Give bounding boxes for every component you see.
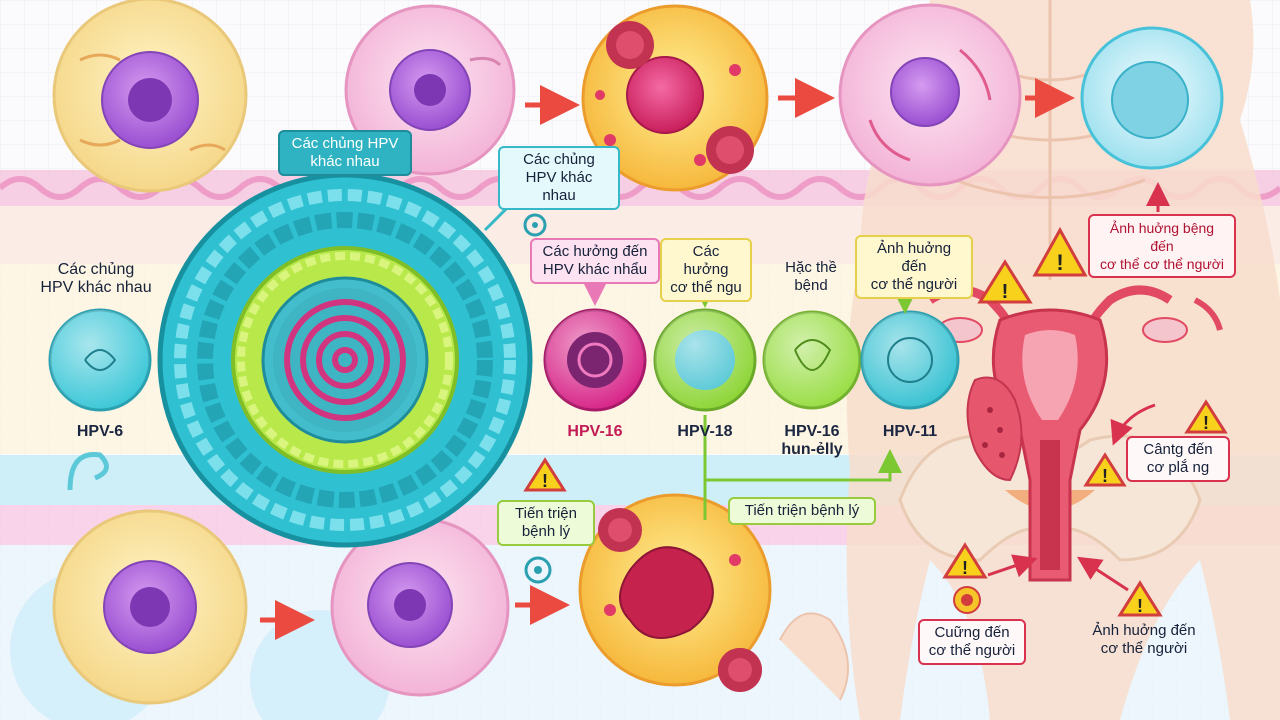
warning-icon-6: ! bbox=[942, 542, 988, 579]
transforming-cell-top bbox=[838, 3, 1022, 187]
decorative-swirl bbox=[67, 451, 109, 491]
svg-text:!: ! bbox=[1002, 281, 1009, 303]
label-effect-yellow: Các hưởng cơ thể ngu bbox=[660, 238, 752, 302]
hpv-type-label: HPV-18 bbox=[677, 423, 733, 440]
label-strains-top: Các chủng HPV khác nhau bbox=[498, 146, 620, 210]
hpv-type-ball-5 bbox=[860, 310, 960, 410]
svg-text:!: ! bbox=[962, 558, 968, 578]
free-virus-particle-2 bbox=[706, 126, 754, 174]
target-marker-top bbox=[523, 213, 547, 237]
hpv-type-ball-3 bbox=[653, 308, 757, 412]
label-affect-right: Cântg đến cơ plắ ng bbox=[1126, 436, 1230, 482]
svg-text:!: ! bbox=[1056, 250, 1063, 275]
warning-icon-5: ! bbox=[523, 457, 567, 492]
hpv-type-ball-2 bbox=[543, 308, 647, 412]
target-marker-bottom bbox=[524, 556, 552, 584]
free-virus-particle-1 bbox=[606, 21, 654, 69]
label-effect-pink: Các hưởng đến HPV khác nhẩu bbox=[530, 238, 660, 284]
arrow-to-cervix-left bbox=[987, 554, 1038, 578]
warning-icon-7: ! bbox=[1117, 580, 1163, 617]
label-effect-body-yellow: Ảnh huởng đến cơ thể người bbox=[855, 235, 973, 299]
svg-text:!: ! bbox=[1203, 413, 1209, 433]
hpv-type-label: HPV-11 bbox=[882, 423, 938, 440]
hpv-type-label: HPV-16 bbox=[567, 423, 623, 440]
free-virus-particle-4 bbox=[718, 648, 762, 692]
arrow-progression-line bbox=[703, 415, 890, 520]
label-affect-bottom-left: Cuững đến cơ thể người bbox=[918, 619, 1026, 665]
organ-symptom-icon bbox=[953, 586, 981, 614]
affected-tissue-organ bbox=[966, 376, 1023, 482]
abnormal-cell-top-right bbox=[1080, 26, 1224, 170]
label-progression-left: Tiến triện bệnh lý bbox=[497, 500, 595, 546]
normal-cell-top-left bbox=[52, 0, 248, 193]
warning-icon-1: ! bbox=[1032, 226, 1088, 277]
normal-cell-bottom-left bbox=[52, 509, 248, 705]
arrow-to-uterus-right bbox=[1110, 403, 1156, 446]
svg-text:!: ! bbox=[1137, 596, 1143, 616]
free-virus-particle-3 bbox=[598, 508, 642, 552]
label-disease: Hặc thề bệnd bbox=[785, 259, 837, 294]
label-strains-left: Các chủng HPV khác nhau bbox=[40, 261, 152, 296]
svg-text:!: ! bbox=[1102, 466, 1108, 486]
hpv-type-label: HPV-6 bbox=[76, 423, 124, 440]
arrow-to-cervix-right bbox=[1076, 556, 1129, 592]
warning-icon-4: ! bbox=[1083, 452, 1127, 487]
label-affect-bottom-right: Ảnh huởng đến cơ thể người bbox=[1092, 622, 1196, 657]
hpv-type-ball-1 bbox=[48, 308, 152, 412]
warning-icon-2: ! bbox=[977, 259, 1033, 304]
label-strains-center: Các chủng HPV khác nhau bbox=[278, 130, 412, 176]
label-progression-mid: Tiến triện bệnh lý bbox=[728, 497, 876, 525]
svg-text:!: ! bbox=[542, 471, 548, 491]
hpv-type-ball-4 bbox=[762, 310, 862, 410]
warning-icon-3: ! bbox=[1184, 399, 1228, 434]
normal-cell-bottom-center bbox=[330, 517, 510, 697]
hpv-type-label: HPV-16 hun-ẻlly bbox=[781, 423, 843, 458]
label-effect-body-red: Ảnh huởng bệng đến cơ thể cơ thể người bbox=[1088, 214, 1236, 278]
hpv-virus-particle bbox=[157, 172, 533, 548]
